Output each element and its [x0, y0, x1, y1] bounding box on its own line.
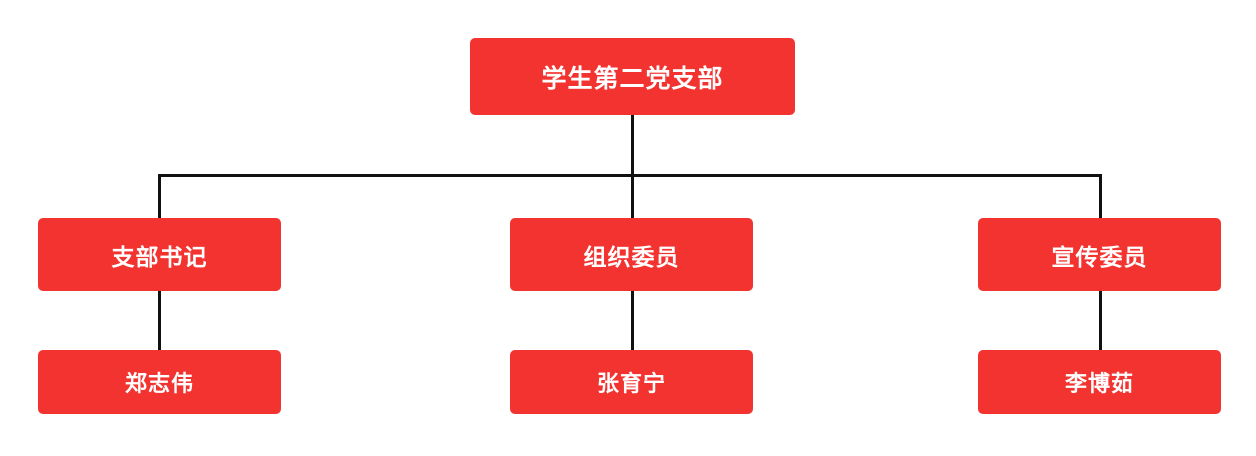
org-node-role-2[interactable]: 组织委员	[510, 218, 753, 291]
org-node-person-1-label: 郑志伟	[124, 372, 194, 397]
org-node-root-label: 学生第二党支部	[541, 63, 724, 93]
org-node-role-3[interactable]: 宣传委员	[978, 218, 1221, 291]
connector-role-3-to-person-3	[1099, 291, 1102, 350]
org-node-root[interactable]: 学生第二党支部	[470, 38, 795, 115]
org-node-role-1[interactable]: 支部书记	[38, 218, 281, 291]
org-node-role-2-label: 组织委员	[583, 244, 680, 271]
connector-role-2-to-person-2	[631, 291, 634, 350]
connector-role-1-to-person-1	[158, 291, 161, 350]
connector-bus-to-role-3	[1099, 174, 1102, 218]
connector-bus-to-role-1	[158, 174, 161, 218]
org-node-person-3-label: 李博茹	[1064, 372, 1134, 397]
org-node-role-3-label: 宣传委员	[1051, 244, 1148, 271]
org-node-person-2-label: 张育宁	[596, 372, 666, 397]
connector-root-stem	[631, 115, 634, 174]
connector-bus-to-role-2	[631, 174, 634, 218]
org-node-person-2[interactable]: 张育宁	[510, 350, 753, 414]
org-node-role-1-label: 支部书记	[111, 244, 208, 271]
org-node-person-3[interactable]: 李博茹	[978, 350, 1221, 414]
org-node-person-1[interactable]: 郑志伟	[38, 350, 281, 414]
